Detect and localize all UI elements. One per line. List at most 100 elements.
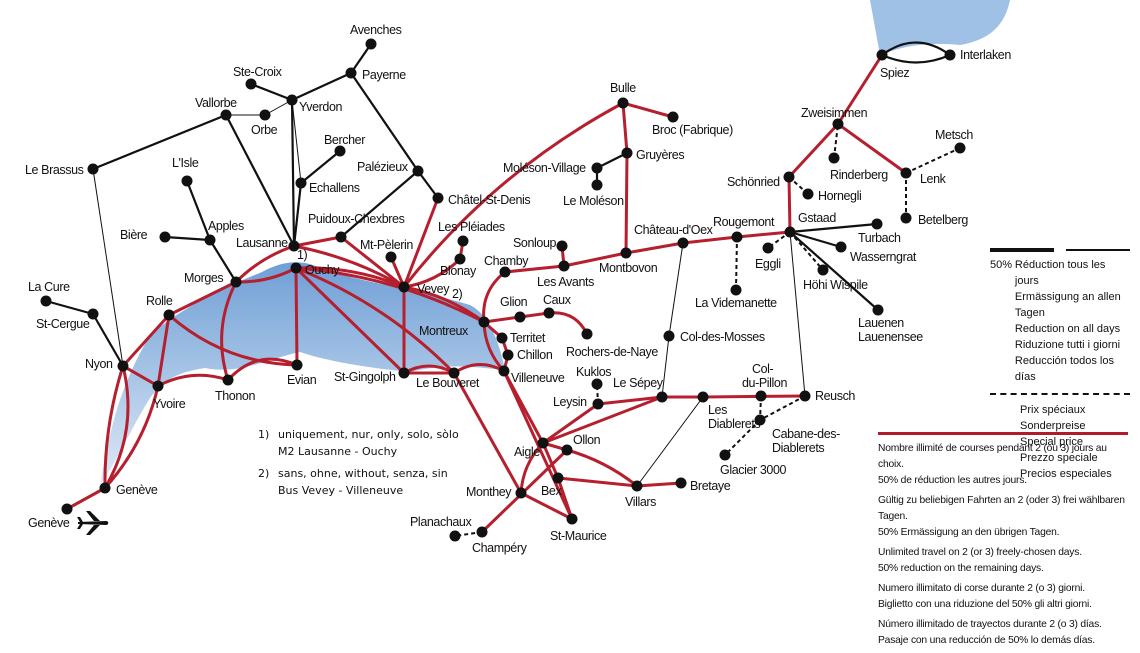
station-dot[interactable] [334, 145, 346, 157]
station-label[interactable]: Puidoux-Chexbres [308, 212, 405, 226]
station-label[interactable]: Lenk [920, 172, 947, 186]
station-label[interactable]: Morges [184, 271, 224, 285]
station-dot[interactable] [220, 109, 232, 121]
station-dot[interactable] [496, 332, 508, 344]
station-label[interactable]: Montreux [419, 324, 469, 338]
station-label[interactable]: Les Avants [537, 275, 594, 289]
station-label[interactable]: Betelberg [918, 213, 969, 227]
station-label[interactable]: Glacier 3000 [720, 463, 787, 477]
station-dot[interactable] [543, 307, 555, 319]
station-label[interactable]: Chamby [484, 254, 530, 268]
station-label[interactable]: Glion [500, 295, 528, 309]
station-label[interactable]: Palézieux [357, 160, 409, 174]
station-label[interactable]: Nyon [85, 357, 113, 371]
station-dot[interactable] [754, 414, 766, 426]
station-dot[interactable] [515, 487, 527, 499]
station-label[interactable]: Ollon [573, 433, 601, 447]
station-dot[interactable] [40, 295, 52, 307]
station-dot[interactable] [663, 330, 675, 342]
station-label[interactable]: Territet [510, 331, 546, 345]
station-dot[interactable] [566, 513, 578, 525]
station-dot[interactable] [581, 328, 593, 340]
station-dot[interactable] [365, 38, 377, 50]
station-label[interactable]: Col-du-Pillon [742, 362, 788, 390]
station-label[interactable]: Echallens [309, 181, 360, 195]
station-label[interactable]: Interlaken [960, 48, 1012, 62]
station-dot[interactable] [552, 472, 564, 484]
station-dot[interactable] [87, 163, 99, 175]
station-dot[interactable] [163, 309, 175, 321]
station-dot[interactable] [478, 316, 490, 328]
station-dot[interactable] [335, 231, 347, 243]
station-dot[interactable] [498, 365, 510, 377]
station-dot[interactable] [556, 240, 568, 252]
station-dot[interactable] [222, 374, 234, 386]
station-dot[interactable] [719, 449, 731, 461]
station-label[interactable]: Bex [541, 484, 563, 498]
station-dot[interactable] [900, 167, 912, 179]
station-label[interactable]: Montbovon [599, 261, 658, 275]
station-label[interactable]: Bulle [610, 81, 637, 95]
station-label[interactable]: Yvoire [153, 397, 186, 411]
station-label[interactable]: Avenches [350, 23, 402, 37]
station-dot[interactable] [954, 142, 966, 154]
station-label[interactable]: La Videmanette [695, 296, 778, 310]
station-label[interactable]: Metsch [935, 128, 974, 142]
station-dot[interactable] [872, 304, 884, 316]
station-dot[interactable] [675, 477, 687, 489]
station-label[interactable]: Eggli [755, 257, 781, 271]
station-label[interactable]: Ouchy [305, 263, 341, 277]
station-label[interactable]: Turbach [858, 231, 901, 245]
station-label[interactable]: Hornegli [818, 189, 862, 203]
station-dot[interactable] [592, 398, 604, 410]
station-dot[interactable] [181, 175, 193, 187]
station-dot[interactable] [476, 526, 488, 538]
station-label[interactable]: Mt-Pèlerin [360, 238, 414, 252]
station-dot[interactable] [561, 444, 573, 456]
station-label[interactable]: Gstaad [798, 211, 837, 225]
station-label[interactable]: Leysin [553, 395, 588, 409]
station-label[interactable]: L'Isle [172, 156, 199, 170]
station-label[interactable]: Châtel-St-Denis [448, 193, 531, 207]
station-label[interactable]: Rougemont [713, 215, 775, 229]
station-dot[interactable] [802, 188, 814, 200]
station-label[interactable]: Monthey [466, 485, 513, 499]
station-dot[interactable] [454, 253, 466, 265]
station-dot[interactable] [871, 218, 883, 230]
station-label[interactable]: St-Maurice [550, 529, 607, 543]
station-dot[interactable] [61, 503, 73, 515]
station-dot[interactable] [631, 480, 643, 492]
station-dot[interactable] [502, 349, 514, 361]
station-dot[interactable] [620, 247, 632, 259]
station-label[interactable]: Orbe [251, 123, 278, 137]
station-dot[interactable] [432, 192, 444, 204]
station-dot[interactable] [514, 311, 526, 323]
station-label[interactable]: Le Moléson [563, 194, 624, 208]
station-dot[interactable] [412, 165, 424, 177]
station-dot[interactable] [677, 237, 689, 249]
station-label[interactable]: St-Gingolph [334, 370, 396, 384]
station-label[interactable]: St-Cergue [36, 317, 90, 331]
station-dot[interactable] [876, 49, 888, 61]
station-label[interactable]: Aigle [514, 445, 541, 459]
station-label[interactable]: Rochers-de-Naye [566, 345, 659, 359]
station-dot[interactable] [449, 530, 461, 542]
station-dot[interactable] [230, 276, 242, 288]
station-dot[interactable] [457, 235, 469, 247]
station-label[interactable]: Villeneuve [511, 371, 565, 385]
station-dot[interactable] [245, 78, 257, 90]
station-dot[interactable] [784, 226, 796, 238]
station-label[interactable]: Vevey [417, 282, 451, 296]
station-dot[interactable] [398, 367, 410, 379]
station-label[interactable]: Le Bouveret [416, 376, 480, 390]
station-dot[interactable] [385, 251, 397, 263]
station-label[interactable]: Payerne [362, 68, 407, 82]
station-dot[interactable] [448, 367, 460, 379]
station-dot[interactable] [731, 231, 743, 243]
station-dot[interactable] [817, 264, 829, 276]
station-dot[interactable] [828, 152, 840, 164]
station-label[interactable]: Cabane-des-Diablerets [772, 427, 841, 455]
station-dot[interactable] [900, 212, 912, 224]
station-dot[interactable] [944, 49, 956, 61]
